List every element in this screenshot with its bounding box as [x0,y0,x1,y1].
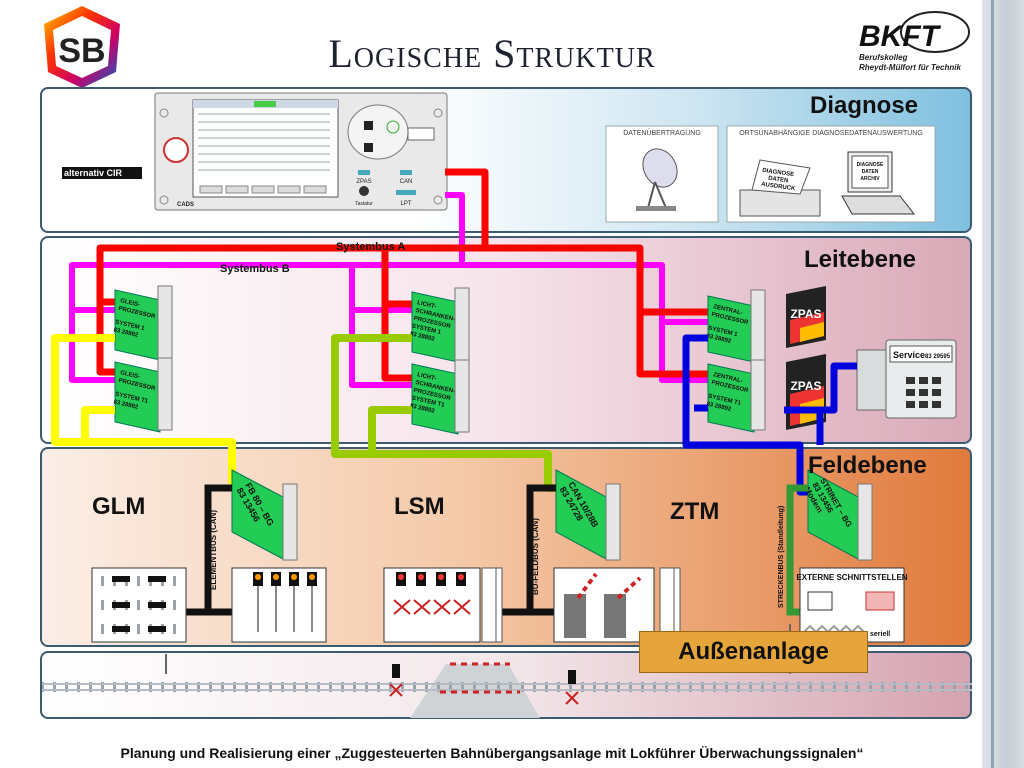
feld-bus-lines [186,484,808,616]
ztm-link-blue [682,334,820,496]
datenuebertragung-box: DATENÜBERTRAGUNG [605,125,719,223]
svg-text:LICHT-SCHRANKEN-PROZESSORSYSTE: LICHT-SCHRANKEN-PROZESSORSYSTEM T183 288… [409,372,457,418]
diag-tastatur-label: Tastatur [355,201,373,207]
lsm-card-2 [411,359,470,435]
level-leitebene: Leitebene [804,246,917,273]
alternativ-cir-label: alternativ CIR [62,167,142,179]
printout-line2: DATEN [768,176,789,185]
outdoor-track [42,624,972,718]
page-title: Logische Struktur [328,31,656,76]
external-interfaces-box: EXTERNE SCHNITTSTELLEN seriell [796,567,908,643]
feld-card-lsm: CAN 10/28B83 24728 [555,469,621,561]
lsm-crossing-box [383,567,503,643]
systembus-b-line [69,192,465,383]
diag-lpt-label: LPT [400,201,411,207]
diagnose-computer: ZPAS CAN Tastatur LPT CADS [154,92,448,211]
ext-seriell: seriell [870,631,890,638]
slide-sidebar-line [991,0,994,768]
zpas-unit-1: ZPAS [786,286,826,348]
level-feldebene: Feldebene [808,452,927,479]
zpas-label-2: ZPAS [790,379,821,393]
systembus-b-drop-ztm [462,262,708,325]
ztm-card-2 [707,359,766,433]
zpas-label-1: ZPAS [790,307,821,321]
bue-feldbus-line [482,484,556,616]
auswertung-label: ORTSUNABHÄNGIGE DIAGNOSEDATENAUSWERTUNG [739,129,923,137]
systembus-a-drop-lsm [381,248,412,382]
ztm-card-1 [707,289,766,363]
glm-card-2 [114,357,173,433]
level-aussenanlage: Außenanlage [639,631,868,673]
laptop-line1: DIAGNOSE [857,162,884,168]
ext-title: EXTERNE SCHNITTSTELLEN [796,573,907,582]
bkft-logo-name: BKFT [859,20,942,53]
auswertung-box: ORTSUNABHÄNGIGE DIAGNOSEDATENAUSWERTUNG … [726,125,936,223]
streckenbus-line [786,484,808,616]
service-number: 83 29595 [925,354,951,360]
glm-signal-box [231,567,327,643]
structure-diagram: ZPAS CAN Tastatur LPT CADS DATENÜBERTRAG… [42,92,972,718]
printout-line3: AUSDRUCK [761,182,796,193]
bkft-logo-line2: Rheydt-Mülfort für Technik [859,63,961,72]
bkft-logo-line1: Berufskolleg [859,53,908,62]
feld-card-glm: FB 80 – BG83 13456 [231,469,298,561]
laptop-line2: DATEN [862,169,879,175]
streckenbus-label: STRECKENBUS (Standleitung) [778,506,785,608]
diag-can-label: CAN [400,179,413,185]
slide-sidebar [982,0,1024,768]
systembus-b-drop-lsm [349,265,412,388]
section-glm: GLM [92,493,146,520]
bue-feldbus-label: BÜ-FELDBUS (CAN) [531,518,540,595]
diag-zpas-label: ZPAS [356,179,371,185]
section-ztm: ZTM [670,498,720,525]
systembus-a-label: Systembus A [336,241,406,253]
sb-logo: SB [44,6,120,88]
elementbus-label: ELEMENTBUS (CAN) [209,510,218,590]
level-diagnose: Diagnose [810,92,919,119]
systembus-b-label: Systembus B [220,263,290,275]
leit-card-labels: GLEIS-PROZESSORSYSTEM 183 28892 GLEIS-PR… [113,298,750,418]
laptop-line3: ARCHIV [860,176,880,182]
printout-line1: DIAGNOSE [762,168,795,178]
service-terminal: Service 83 29595 [856,339,957,419]
cads-label: CADS [177,202,194,208]
datenuebertragung-label: DATENÜBERTRAGUNG [623,129,701,137]
sb-logo-text: SB [58,32,105,70]
bkft-logo: BKFT Berufskolleg Rheydt-Mülfort für Tec… [859,11,970,72]
section-lsm: LSM [394,493,445,520]
service-label: Service [893,350,925,360]
lsm-barrier-box [553,567,681,643]
glm-track-box [91,567,187,643]
feld-card-ztm: STRINET – BG83 13456Modem [803,469,873,561]
elementbus-line [186,484,232,616]
slide-footer: Planung und Realisierung einer „Zuggeste… [120,745,864,761]
